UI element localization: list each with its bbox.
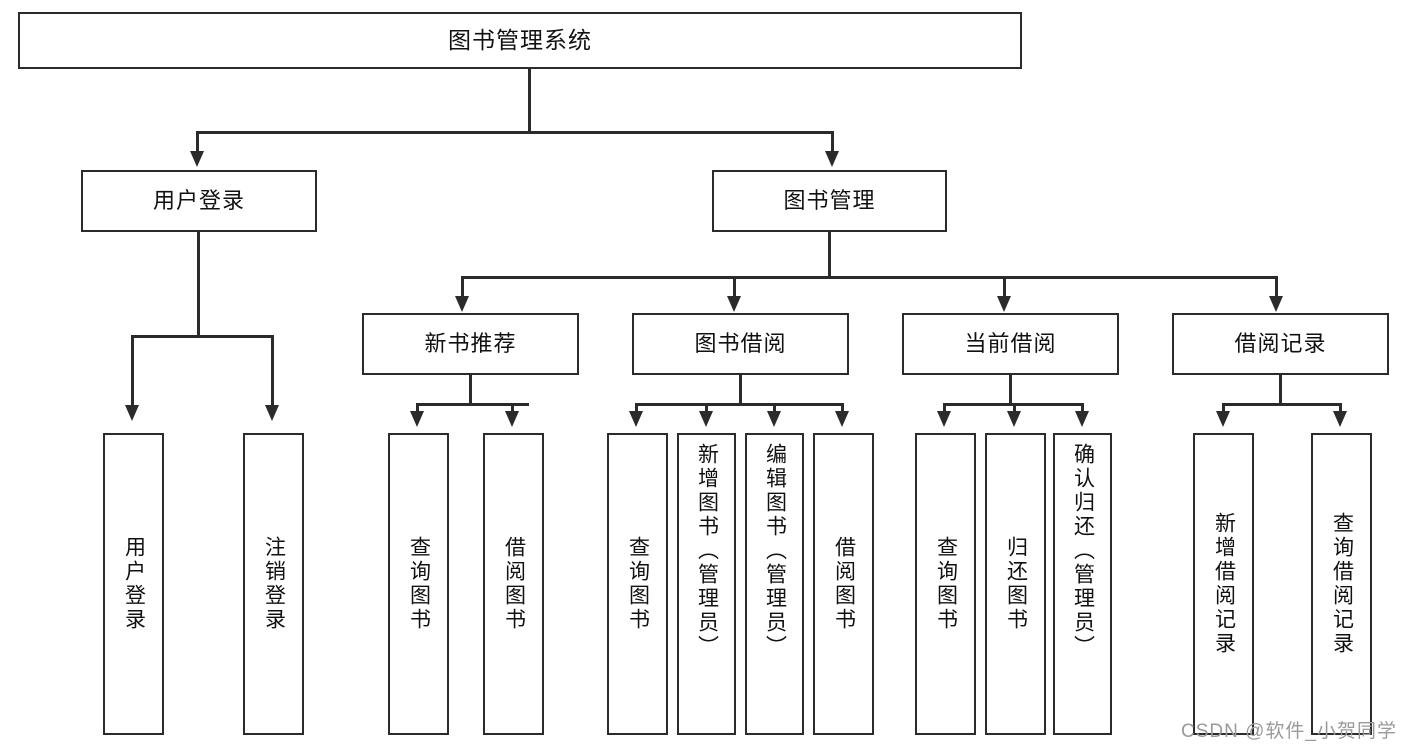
csdn-watermark: CSDN @软件_小贺同学: [1181, 721, 1397, 742]
connector-drop-bb-leaf-4: [841, 403, 844, 413]
arrowhead-cb-leaf-1: [937, 411, 951, 427]
connector-current-borrow-stem: [1009, 375, 1012, 405]
arrowhead-nbr-leaf-1: [410, 411, 424, 427]
leaf-user-login-2[interactable]: 注销登录: [243, 433, 304, 735]
arrowhead-bb-leaf-4: [835, 411, 849, 427]
node-label: 图书管理系统: [448, 26, 592, 53]
node-label: 借阅记录: [1234, 330, 1327, 356]
connector-user-login-stem: [197, 232, 200, 337]
arrowhead-bb-leaf-1: [629, 411, 643, 427]
connector-drop-bb-leaf-3: [773, 403, 776, 413]
leaf-borrow-records-1[interactable]: 新增借阅记录: [1193, 433, 1254, 735]
leaf-label: 新增借阅记录: [1212, 512, 1236, 656]
arrowhead-br-leaf-2: [1333, 411, 1347, 427]
leaf-new-book-recommend-2[interactable]: 借阅图书: [483, 433, 544, 735]
connector-drop-borrow-records: [1275, 276, 1278, 298]
connector-book-borrow-stem: [739, 375, 742, 405]
arrowhead-user-login-leaf-1: [125, 405, 139, 421]
connector-drop-cb-leaf-1: [943, 403, 946, 413]
leaf-label: 借阅图书: [502, 536, 526, 632]
arrowhead-user-login: [190, 151, 204, 167]
leaf-book-borrow-4[interactable]: 借阅图书: [813, 433, 874, 735]
connector-level1-bus: [196, 131, 834, 134]
connector-drop-cb-leaf-3: [1081, 403, 1084, 413]
connector-book-management-stem: [828, 232, 831, 278]
node-book-management[interactable]: 图书管理: [712, 170, 947, 232]
node-book-borrow[interactable]: 图书借阅: [632, 313, 849, 375]
leaf-label: 用户登录: [122, 536, 146, 632]
leaf-current-borrow-2[interactable]: 归还图书: [985, 433, 1046, 735]
connector-drop-bb-leaf-1: [635, 403, 638, 413]
node-user-login[interactable]: 用户登录: [81, 170, 317, 232]
arrowhead-cb-leaf-3: [1075, 411, 1089, 427]
node-label: 图书管理: [783, 187, 876, 213]
leaf-new-book-recommend-1[interactable]: 查询图书: [388, 433, 449, 735]
leaf-label: 编辑图书（管理员）: [763, 443, 787, 659]
arrowhead-nbr-leaf-2: [505, 411, 519, 427]
node-label: 当前借阅: [964, 330, 1057, 356]
connector-level1-drop-book-management: [831, 131, 834, 153]
connector-drop-user-login-leaf-2: [271, 335, 274, 407]
arrowhead-book-borrow: [727, 296, 741, 312]
connector-borrow-records-stem: [1279, 375, 1282, 405]
leaf-borrow-records-2[interactable]: 查询借阅记录: [1311, 433, 1372, 735]
leaf-label: 查询图书: [626, 536, 650, 632]
arrowhead-user-login-leaf-2: [265, 405, 279, 421]
connector-drop-current-borrow: [1003, 276, 1006, 298]
connector-borrow-records-bus: [1222, 403, 1342, 406]
connector-book-borrow-bus: [635, 403, 843, 406]
connector-drop-br-leaf-1: [1222, 403, 1225, 413]
node-label: 新书推荐: [424, 330, 517, 356]
leaf-label: 查询借阅记录: [1330, 512, 1354, 656]
leaf-current-borrow-3[interactable]: 确认归还（管理员）: [1053, 433, 1112, 735]
connector-level2-bus: [461, 276, 1278, 279]
leaf-label: 归还图书: [1004, 536, 1028, 632]
node-label: 用户登录: [152, 187, 245, 213]
connector-drop-book-borrow: [733, 276, 736, 298]
leaf-label: 借阅图书: [832, 536, 856, 632]
connector-drop-nbr-leaf-2: [511, 403, 514, 413]
leaf-label: 新增图书（管理员）: [695, 443, 719, 659]
arrowhead-book-management: [825, 151, 839, 167]
arrowhead-borrow-records: [1269, 296, 1283, 312]
connector-drop-new-book-recommend: [461, 276, 464, 298]
node-borrow-records[interactable]: 借阅记录: [1172, 313, 1389, 375]
arrowhead-cb-leaf-2: [1007, 411, 1021, 427]
node-new-book-recommend[interactable]: 新书推荐: [362, 313, 579, 375]
leaf-label: 查询图书: [934, 536, 958, 632]
arrowhead-bb-leaf-2: [699, 411, 713, 427]
leaf-label: 注销登录: [262, 536, 286, 632]
connector-drop-user-login-leaf-1: [131, 335, 134, 407]
arrowhead-current-borrow: [997, 296, 1011, 312]
leaf-book-borrow-3[interactable]: 编辑图书（管理员）: [745, 433, 804, 735]
leaf-book-borrow-1[interactable]: 查询图书: [607, 433, 668, 735]
node-label: 图书借阅: [694, 330, 787, 356]
leaf-label: 查询图书: [407, 536, 431, 632]
connector-root-stem: [528, 69, 531, 133]
connector-user-login-bus: [131, 335, 273, 338]
connector-new-book-recommend-bus: [416, 403, 529, 406]
connector-drop-nbr-leaf-1: [416, 403, 419, 413]
leaf-label: 确认归还（管理员）: [1071, 443, 1095, 659]
arrowhead-br-leaf-1: [1216, 411, 1230, 427]
arrowhead-bb-leaf-3: [767, 411, 781, 427]
node-current-borrow[interactable]: 当前借阅: [902, 313, 1119, 375]
connector-drop-cb-leaf-2: [1013, 403, 1016, 413]
leaf-book-borrow-2[interactable]: 新增图书（管理员）: [677, 433, 736, 735]
connector-new-book-recommend-stem: [469, 375, 472, 405]
leaf-user-login-1[interactable]: 用户登录: [103, 433, 164, 735]
node-root-book-management-system[interactable]: 图书管理系统: [18, 12, 1022, 69]
arrowhead-new-book-recommend: [455, 296, 469, 312]
leaf-current-borrow-1[interactable]: 查询图书: [915, 433, 976, 735]
connector-drop-br-leaf-2: [1339, 403, 1342, 413]
connector-level1-drop-user-login: [196, 131, 199, 153]
connector-drop-bb-leaf-2: [705, 403, 708, 413]
